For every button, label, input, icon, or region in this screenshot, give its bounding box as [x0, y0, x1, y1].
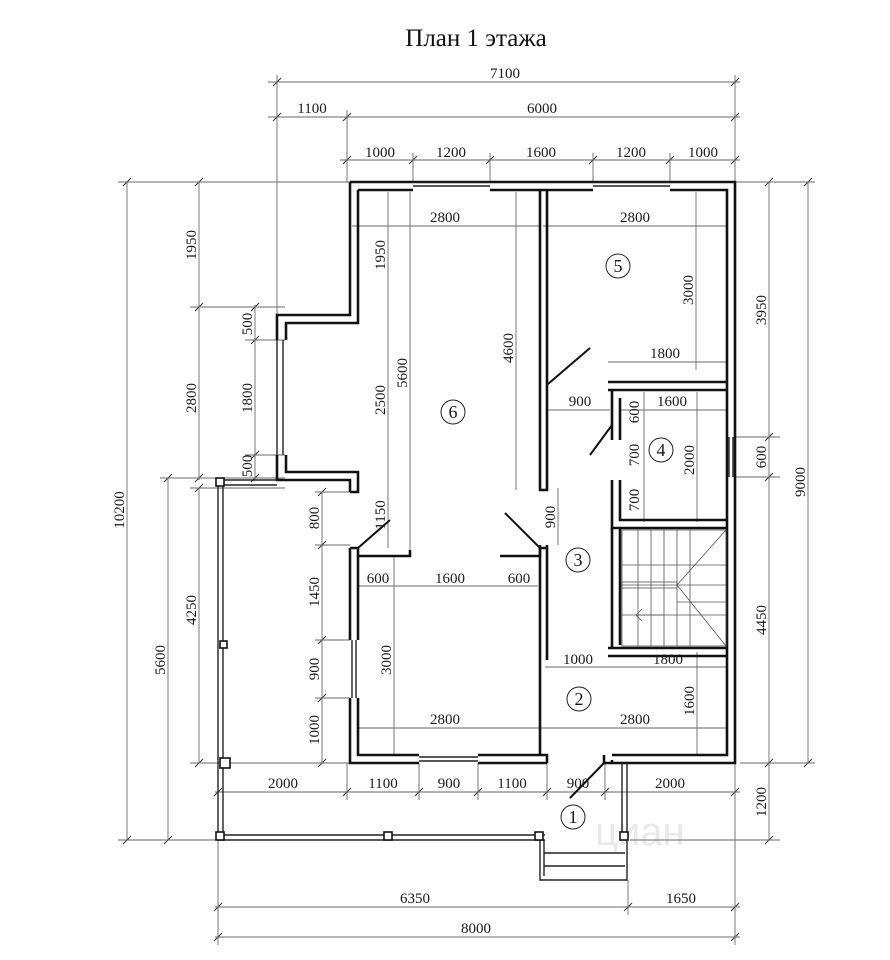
dim-left-inner: 800 — [307, 507, 323, 530]
dim-top-seg: 1600 — [526, 145, 556, 161]
svg-text:2: 2 — [575, 689, 584, 709]
dim-lower-top: 1600 — [435, 571, 465, 587]
dim-left-bay: 500 — [240, 455, 256, 478]
dim-left-outer: 2800 — [184, 383, 200, 413]
dim-room6-h-upper: 1950 — [373, 240, 389, 270]
dim-top-seg: 1200 — [616, 145, 646, 161]
watermark: циан — [595, 810, 685, 854]
room-marker-6: 6 — [440, 399, 466, 425]
dim-left-bay: 500 — [240, 313, 256, 336]
dim-room2-top: 1800 — [653, 652, 683, 668]
dimension-labels: 7100 1100 6000 1000 1200 1600 1200 1000 … — [112, 66, 809, 937]
dim-left-terrace: 4250 — [184, 595, 200, 625]
dimension-ticks — [122, 77, 813, 942]
dim-room2-width: 2800 — [620, 712, 650, 728]
dim-top-main: 6000 — [527, 101, 557, 117]
room-marker-4: 4 — [648, 437, 674, 463]
dim-room6-width: 2800 — [430, 210, 460, 226]
dim-room4-height: 2000 — [682, 445, 698, 475]
dim-lower-top: 600 — [508, 571, 531, 587]
dim-room4-door: 600 — [627, 401, 643, 424]
dim-room2-top: 1000 — [563, 652, 593, 668]
plan-title: План 1 этажа — [405, 25, 546, 52]
room-marker-1: 1 — [560, 804, 586, 830]
dim-room6-h-total: 5600 — [395, 358, 411, 388]
dim-room4-width: 1600 — [657, 394, 687, 410]
svg-text:6: 6 — [449, 402, 458, 422]
dim-right-overall: 9000 — [793, 467, 809, 497]
dim-right: 3950 — [754, 295, 770, 325]
dim-room4-door: 700 — [627, 489, 643, 512]
dim-bottom-total: 8000 — [461, 921, 491, 937]
dim-corridor-opening-v: 900 — [543, 506, 559, 529]
dim-lower-height: 3000 — [379, 645, 395, 675]
svg-text:4: 4 — [657, 440, 666, 460]
dim-left-overall: 10200 — [112, 491, 128, 529]
room-marker-3: 3 — [565, 547, 591, 573]
svg-text:3: 3 — [574, 550, 583, 570]
dim-right: 600 — [754, 446, 770, 469]
columns — [215, 477, 629, 841]
dim-bottom: 1100 — [368, 776, 397, 792]
dim-bottom: 900 — [438, 776, 461, 792]
dim-top-seg: 1000 — [365, 145, 395, 161]
dim-bottom: 1100 — [497, 776, 526, 792]
dim-room6-h-mid: 2500 — [373, 385, 389, 415]
dim-room5-height: 3000 — [681, 275, 697, 305]
dim-left-terrace: 5600 — [153, 645, 169, 675]
dim-bottom: 900 — [567, 776, 590, 792]
dim-bottom: 2000 — [655, 776, 685, 792]
doors — [357, 347, 613, 799]
room-markers: 1 2 3 4 5 6 — [440, 253, 674, 830]
dim-room5-width: 2800 — [620, 210, 650, 226]
walls — [217, 180, 737, 881]
dim-room6-h-right: 4600 — [501, 333, 517, 363]
dim-bottom-overall: 1650 — [666, 891, 696, 907]
svg-text:1: 1 — [569, 807, 578, 827]
dim-left-bay: 1800 — [240, 383, 256, 413]
dim-right: 4450 — [754, 605, 770, 635]
dim-bottom-overall: 6350 — [400, 891, 430, 907]
dim-top-seg: 1000 — [688, 145, 718, 161]
dim-left-inner: 900 — [307, 658, 323, 681]
dim-left-inner: 1000 — [307, 715, 323, 745]
svg-text:5: 5 — [614, 256, 623, 276]
dim-top-left-offset: 1100 — [297, 101, 326, 117]
dim-corridor-opening: 900 — [569, 394, 592, 410]
dimension-lines — [118, 75, 815, 945]
dim-room2-height: 1600 — [682, 686, 698, 716]
dim-room6-h-small: 1150 — [373, 500, 389, 529]
dim-top-seg: 1200 — [436, 145, 466, 161]
room-marker-2: 2 — [566, 686, 592, 712]
room-marker-5: 5 — [605, 253, 631, 279]
dim-bottom: 2000 — [268, 776, 298, 792]
dim-lower-top: 600 — [367, 571, 390, 587]
dim-right: 1200 — [754, 787, 770, 817]
dim-lower-width: 2800 — [430, 712, 460, 728]
dim-room4-door: 700 — [627, 444, 643, 467]
dim-left-inner: 1450 — [307, 577, 323, 607]
dim-room5-lower-width: 1800 — [650, 346, 680, 362]
dim-top-overall: 7100 — [490, 66, 520, 82]
dim-left-outer: 1950 — [184, 230, 200, 260]
staircase — [621, 529, 727, 647]
